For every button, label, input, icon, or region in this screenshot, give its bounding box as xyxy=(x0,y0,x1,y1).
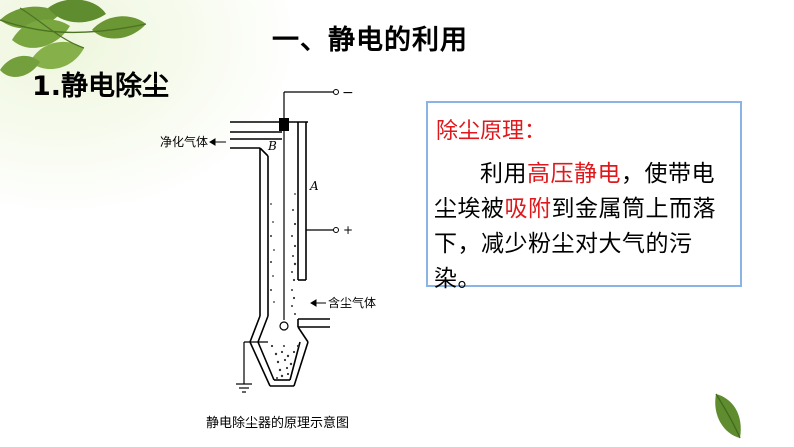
label-a: A xyxy=(309,179,319,193)
label-b: B xyxy=(267,139,277,153)
dust-particles xyxy=(270,193,300,379)
positive-terminal-label: + xyxy=(343,223,353,237)
body-text: 利用 xyxy=(480,161,527,187)
precipitator-diagram: − + A B 净化气体 含尘气体 xyxy=(160,85,376,393)
leaf-icon xyxy=(0,0,147,77)
label-clean-gas: 净化气体 xyxy=(160,134,208,149)
negative-terminal xyxy=(333,89,339,95)
body-text: ，使带电尘埃被 xyxy=(434,161,715,222)
positive-terminal xyxy=(333,227,339,233)
ground-symbol xyxy=(236,341,268,393)
outer-tube xyxy=(249,122,330,387)
principle-body: 利用高压静电，使带电尘埃被吸附到金属筒上而落下，减少粉尘对大气的污染。 xyxy=(434,157,738,297)
diagram-caption: 静电除尘器的原理示意图 xyxy=(206,416,350,431)
highlight-high-voltage: 高压静电 xyxy=(527,161,621,187)
label-dusty-gas: 含尘气体 xyxy=(328,295,376,310)
arrow-left-icon xyxy=(209,138,226,146)
leaf-icon xyxy=(715,393,741,439)
leaf-decoration xyxy=(0,0,147,77)
principle-heading: 除尘原理： xyxy=(436,119,547,144)
insulator-block xyxy=(279,118,289,131)
section-title: 1.静电除尘 xyxy=(32,71,170,102)
outlet-pipe xyxy=(230,121,308,149)
negative-terminal-label: − xyxy=(342,85,354,101)
principle-box: 除尘原理： 利用高压静电，使带电尘埃被吸附到金属筒上而落下，减少粉尘对大气的污染… xyxy=(426,101,742,292)
slide-title: 一、静电的利用 xyxy=(272,25,468,56)
arrow-left-icon xyxy=(310,299,326,307)
body-text: 到金属筒上而落下，减少粉尘对大气的污染。 xyxy=(434,196,716,292)
highlight-adsorb: 吸附 xyxy=(504,196,552,222)
